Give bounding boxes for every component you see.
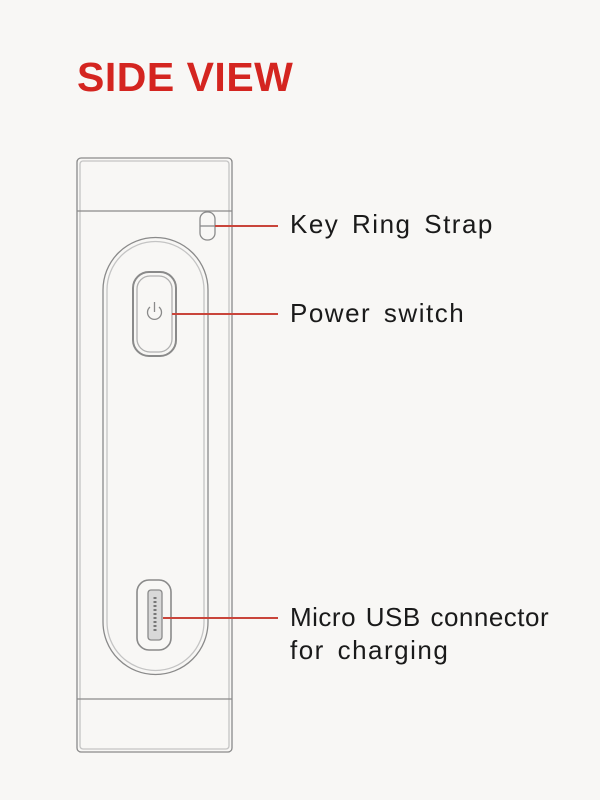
inner-panel xyxy=(102,236,209,676)
callout-micro-usb-line2: for charging xyxy=(290,635,450,665)
power-button xyxy=(132,271,177,357)
page-title: SIDE VIEW xyxy=(77,54,294,100)
callout-micro-usb-line1: Micro USB connector xyxy=(290,602,550,632)
micro-usb-port-icon xyxy=(136,579,172,651)
callout-power-switch: Power switch xyxy=(290,298,466,328)
callout-micro-usb: Micro USB connector for charging xyxy=(290,601,549,667)
callout-key-ring-strap: Key Ring Strap xyxy=(290,209,494,239)
device-body xyxy=(76,157,233,753)
power-icon xyxy=(146,302,163,321)
